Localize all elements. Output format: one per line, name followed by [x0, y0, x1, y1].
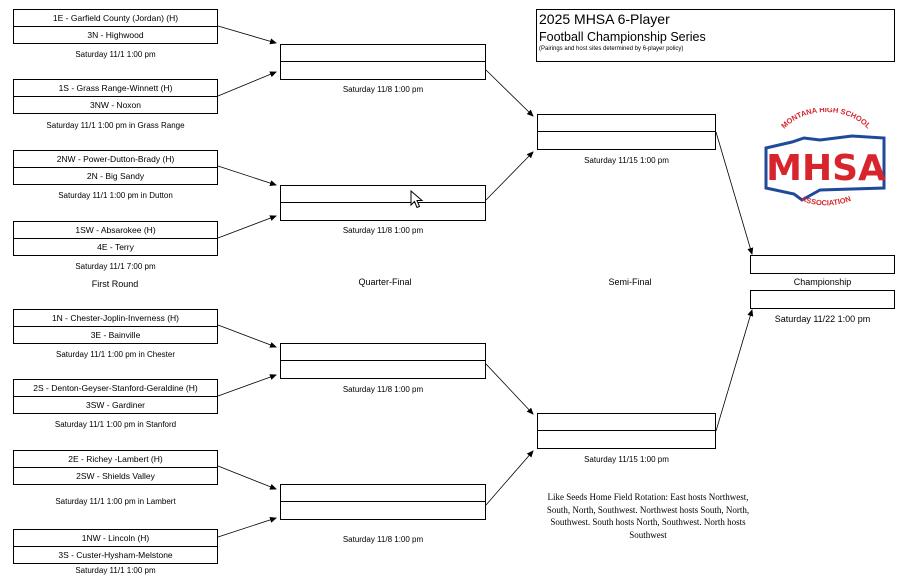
first-round-team-b: 3SW - Gardiner: [13, 396, 218, 414]
mhsa-logo: MONTANA HIGH SCHOOL MHSA ASSOCIATION: [764, 108, 886, 207]
first-round-team-b: 2SW - Shields Valley: [13, 467, 218, 485]
home-field-rotation-note: Like Seeds Home Field Rotation: East hos…: [546, 492, 750, 540]
logo-main-text: MHSA: [766, 148, 886, 189]
quarter-final-game-info: Saturday 11/8 1:00 pm: [342, 226, 424, 235]
first-round-team-b: 3E - Bainville: [13, 326, 218, 344]
first-round-team-a: 1N - Chester-Joplin-Inverness (H): [13, 309, 218, 327]
quarter-final-slot: [280, 44, 486, 62]
quarter-final-slot: [280, 61, 486, 80]
semi-final-slot: [537, 430, 716, 449]
first-round-team-a: 1SW - Absarokee (H): [13, 221, 218, 239]
first-round-team-a: 2S - Denton-Geyser-Stanford-Geraldine (H…: [13, 379, 218, 397]
first-round-team-b: 3S - Custer-Hysham-Melstone: [13, 546, 218, 564]
round-label-quarter: Quarter-Final: [358, 277, 412, 287]
first-round-game-info: Saturday 11/1 1:00 pm: [75, 50, 156, 59]
title-note: (Pairings and host sites determined by 6…: [539, 46, 684, 52]
semi-final-slot: [537, 413, 716, 431]
first-round-game-info: Saturday 11/1 1:00 pm in Chester: [55, 350, 176, 359]
semi-final-game-info: Saturday 11/15 1:00 pm: [584, 455, 669, 464]
round-label-first: First Round: [91, 279, 139, 289]
quarter-final-slot: [280, 343, 486, 361]
semi-final-slot: [537, 131, 716, 150]
first-round-team-b: 2N - Big Sandy: [13, 167, 218, 185]
first-round-team-a: 1E - Garfield County (Jordan) (H): [13, 9, 218, 27]
title-block: 2025 MHSA 6-Player Football Championship…: [536, 9, 895, 62]
logo-bottom-text: ASSOCIATION: [800, 194, 852, 207]
title-heading: 2025 MHSA 6-Player: [539, 11, 670, 27]
round-label-semi: Semi-Final: [608, 277, 652, 287]
quarter-final-game-info: Saturday 11/8 1:00 pm: [342, 385, 424, 394]
semi-final-slot: [537, 114, 716, 132]
championship-game-info: Saturday 11/22 1:00 pm: [774, 314, 871, 324]
title-subheading: Football Championship Series: [539, 30, 706, 44]
quarter-final-slot: [280, 501, 486, 520]
quarter-final-slot: [280, 185, 486, 203]
first-round-game-info: Saturday 11/1 1:00 pm in Lambert: [55, 497, 176, 506]
first-round-team-a: 1S - Grass Range-Winnett (H): [13, 79, 218, 97]
first-round-game-info: Saturday 11/1 1:00 pm in Stanford: [54, 420, 177, 429]
semi-final-game-info: Saturday 11/15 1:00 pm: [584, 156, 669, 165]
first-round-game-info: Saturday 11/1 1:00 pm: [75, 566, 156, 575]
first-round-team-a: 2E - Richey -Lambert (H): [13, 450, 218, 468]
first-round-team-a: 2NW - Power-Dutton-Brady (H): [13, 150, 218, 168]
svg-text:MONTANA HIGH SCHOOL: MONTANA HIGH SCHOOL: [779, 108, 873, 131]
quarter-final-slot: [280, 484, 486, 502]
championship-slot: [750, 255, 895, 274]
quarter-final-slot: [280, 360, 486, 379]
mouse-cursor-icon: [410, 190, 424, 209]
first-round-game-info: Saturday 11/1 1:00 pm in Grass Range: [46, 121, 185, 130]
first-round-game-info: Saturday 11/1 7:00 pm: [75, 262, 156, 271]
first-round-game-info: Saturday 11/1 1:00 pm in Dutton: [58, 191, 173, 200]
first-round-team-a: 1NW - Lincoln (H): [13, 529, 218, 547]
championship-slot: [750, 290, 895, 309]
quarter-final-slot: [280, 202, 486, 221]
quarter-final-game-info: Saturday 11/8 1:00 pm: [342, 85, 424, 94]
logo-top-text: MONTANA HIGH SCHOOL: [779, 108, 873, 131]
round-label-championship: Championship: [793, 277, 852, 287]
svg-text:ASSOCIATION: ASSOCIATION: [800, 194, 852, 207]
first-round-team-b: 3N - Highwood: [13, 26, 218, 44]
first-round-team-b: 3NW - Noxon: [13, 96, 218, 114]
first-round-team-b: 4E - Terry: [13, 238, 218, 256]
quarter-final-game-info: Saturday 11/8 1:00 pm: [342, 535, 424, 544]
